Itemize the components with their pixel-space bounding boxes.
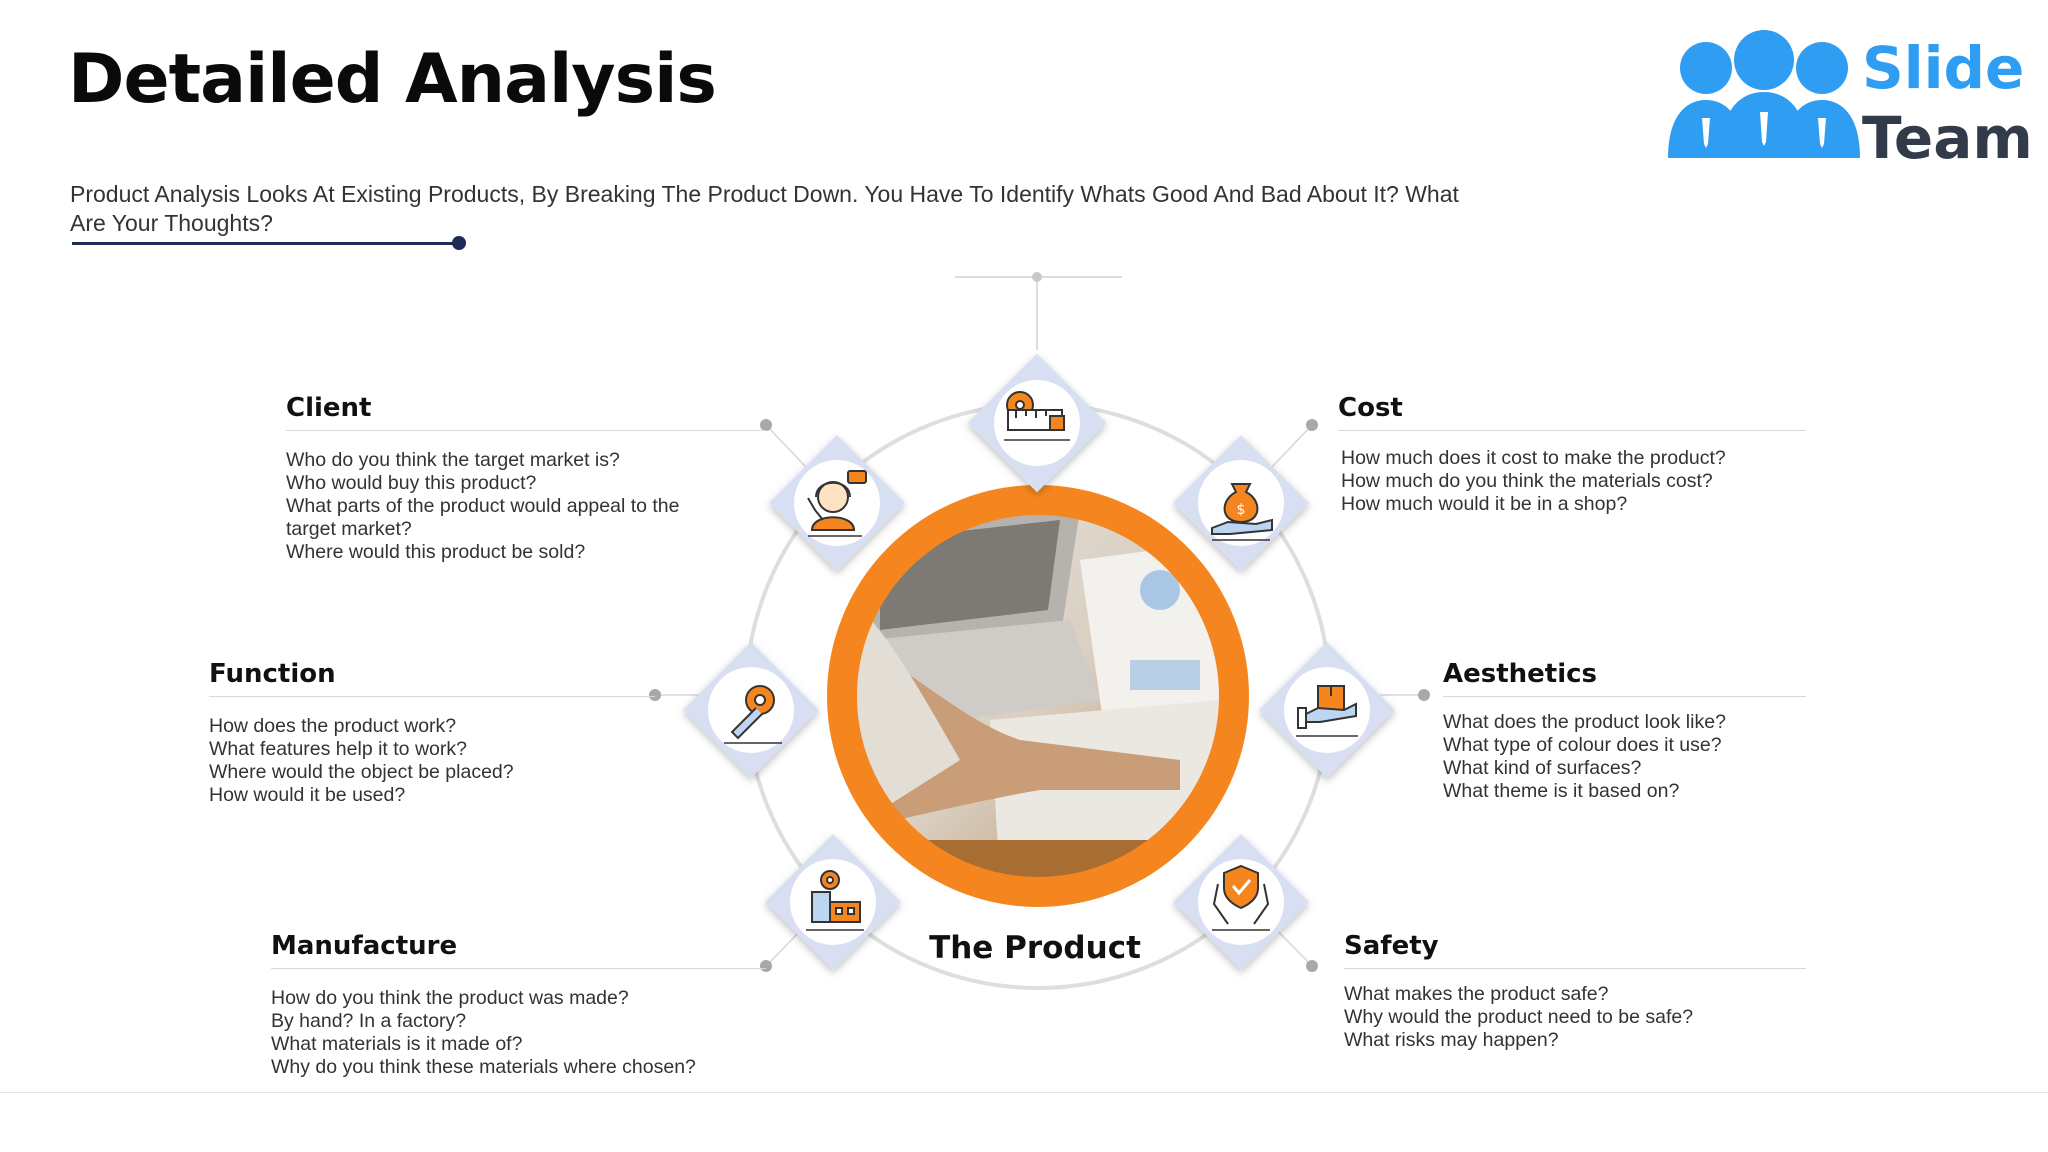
client-connector-dot bbox=[760, 419, 772, 431]
shield-hands-icon bbox=[1212, 864, 1270, 931]
manufacture-heading: Manufacture bbox=[271, 931, 458, 961]
manufacture-rule bbox=[271, 968, 766, 969]
manufacture-item: By hand? In a factory? bbox=[271, 1010, 467, 1032]
cost-item: How much do you think the materials cost… bbox=[1341, 470, 1713, 492]
footer-divider bbox=[0, 1092, 2048, 1093]
cost-rule bbox=[1338, 430, 1806, 431]
cost-heading: Cost bbox=[1338, 393, 1403, 423]
wrench-gear-icon bbox=[724, 685, 782, 744]
box-hand-icon bbox=[1296, 685, 1358, 737]
client-item: Where would this product be sold? bbox=[286, 541, 586, 563]
aesthetics-rule bbox=[1443, 696, 1806, 697]
aesthetics-section: Aesthetics What does the product look li… bbox=[1443, 658, 1806, 803]
function-item: Where would the object be placed? bbox=[209, 761, 514, 783]
top-connector-dot bbox=[1032, 272, 1042, 282]
cost-item: How much would it be in a shop? bbox=[1341, 493, 1628, 515]
function-connector-dot bbox=[649, 689, 661, 701]
manufacture-section: Manufacture How do you think the product… bbox=[271, 930, 766, 1079]
logo-people-icon bbox=[1668, 30, 1860, 158]
function-section: Function How does the product work? What… bbox=[209, 658, 655, 807]
aesthetics-item: What type of colour does it use? bbox=[1443, 734, 1722, 756]
subtitle-underline-dot bbox=[452, 236, 466, 250]
manufacture-item: How do you think the product was made? bbox=[271, 987, 629, 1009]
manufacture-connector-dot bbox=[760, 960, 772, 972]
client-heading: Client bbox=[286, 393, 372, 423]
function-item: How does the product work? bbox=[209, 715, 457, 737]
manufacture-item: What materials is it made of? bbox=[271, 1033, 523, 1055]
cost-item: How much does it cost to make the produc… bbox=[1341, 447, 1726, 469]
function-rule bbox=[209, 696, 655, 697]
function-list: How does the product work? What features… bbox=[209, 715, 655, 807]
cost-connector-dot bbox=[1306, 419, 1318, 431]
aesthetics-list: What does the product look like? What ty… bbox=[1443, 711, 1806, 803]
slideteam-logo bbox=[1662, 26, 2022, 166]
page-title: Detailed Analysis bbox=[68, 40, 717, 119]
client-section: Client Who do you think the target marke… bbox=[286, 392, 766, 564]
client-item: Who do you think the target market is? bbox=[286, 449, 620, 471]
center-label: The Product bbox=[929, 930, 1141, 966]
safety-connector-dot bbox=[1306, 960, 1318, 972]
safety-list: What makes the product safe? Why would t… bbox=[1344, 983, 1806, 1052]
money-bag-hand-icon: $ bbox=[1211, 483, 1273, 541]
function-heading: Function bbox=[209, 659, 336, 689]
safety-item: What risks may happen? bbox=[1344, 1029, 1559, 1051]
manufacture-item: Why do you think these materials where c… bbox=[271, 1056, 696, 1078]
factory-gear-icon bbox=[806, 870, 864, 931]
aesthetics-item: What kind of surfaces? bbox=[1443, 757, 1642, 779]
client-item: target market? bbox=[286, 518, 412, 540]
page-subtitle: Product Analysis Looks At Existing Produ… bbox=[70, 181, 1459, 236]
safety-item: What makes the product safe? bbox=[1344, 983, 1609, 1005]
product-photo bbox=[827, 485, 1249, 907]
logo-text-team: Team bbox=[1862, 104, 2033, 172]
client-rule bbox=[286, 430, 766, 431]
aesthetics-heading: Aesthetics bbox=[1443, 659, 1598, 689]
logo-text-slide: Slide bbox=[1862, 34, 2025, 102]
function-item: What features help it to work? bbox=[209, 738, 467, 760]
safety-heading: Safety bbox=[1344, 931, 1439, 961]
cost-section: Cost How much does it cost to make the p… bbox=[1338, 392, 1806, 516]
safety-section: Safety What makes the product safe? Why … bbox=[1344, 930, 1806, 1052]
function-item: How would it be used? bbox=[209, 784, 406, 806]
client-item: Who would buy this product? bbox=[286, 472, 537, 494]
svg-text:$: $ bbox=[1237, 502, 1246, 518]
safety-rule bbox=[1344, 968, 1806, 969]
aesthetics-item: What does the product look like? bbox=[1443, 711, 1726, 733]
aesthetics-item: What theme is it based on? bbox=[1443, 780, 1680, 802]
support-agent-icon bbox=[807, 470, 867, 537]
measuring-tape-icon bbox=[1004, 391, 1070, 441]
safety-item: Why would the product need to be safe? bbox=[1344, 1006, 1694, 1028]
manufacture-list: How do you think the product was made? B… bbox=[271, 987, 766, 1079]
subtitle-underline bbox=[72, 242, 460, 245]
client-item: What parts of the product would appeal t… bbox=[286, 495, 680, 517]
cost-list: How much does it cost to make the produc… bbox=[1338, 447, 1806, 516]
client-list: Who do you think the target market is? W… bbox=[286, 449, 766, 564]
aesthetics-connector-dot bbox=[1418, 689, 1430, 701]
